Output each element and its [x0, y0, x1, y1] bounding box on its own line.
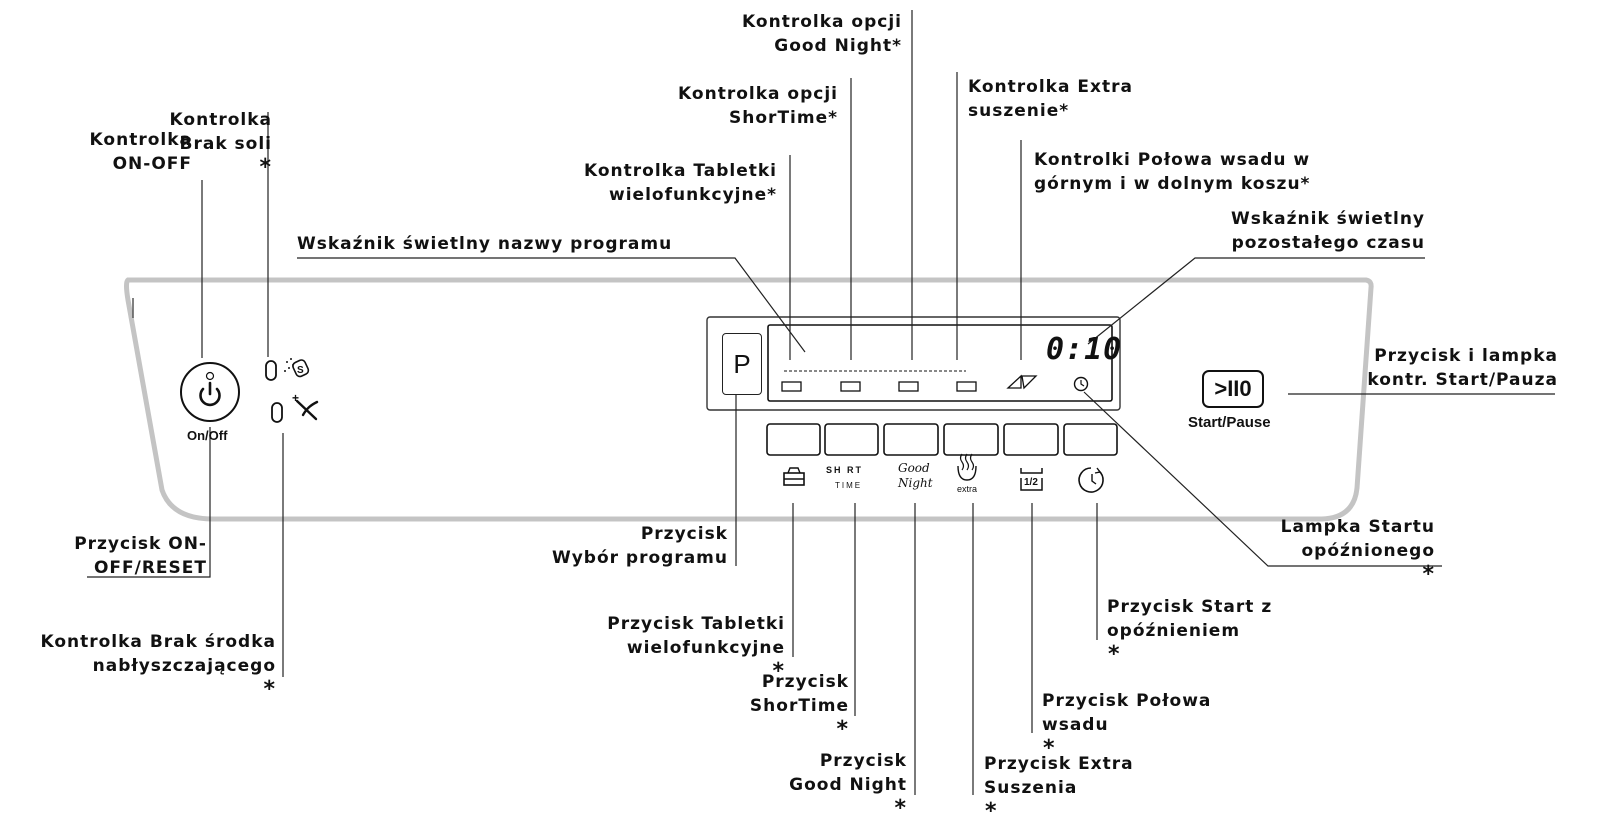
- shorttime-icon-top: SH RT: [826, 465, 863, 475]
- start-pause-button[interactable]: >II0: [1202, 370, 1264, 408]
- delay-led-icon: [1073, 376, 1089, 392]
- callout-przycisk-on-off-reset: Przycisk ON-OFF/RESET: [74, 534, 207, 578]
- rinse-aid-lamp: [271, 402, 283, 423]
- svg-text:+: +: [292, 391, 299, 405]
- good-night-icon-bottom: Night: [898, 476, 933, 490]
- onoff-button-label: On/Off: [187, 428, 228, 443]
- good-night-icon-top: Good: [898, 461, 930, 475]
- start-pause-label: Start/Pause: [1188, 414, 1271, 431]
- half-load-triangles: [1006, 374, 1038, 390]
- option-button-6: [1063, 423, 1118, 456]
- led-good-night: [898, 381, 919, 392]
- panel-outline: [124, 277, 1374, 522]
- option-button-5: [1003, 423, 1059, 456]
- option-button-1: [766, 423, 821, 456]
- rinse-aid-icon: +: [292, 391, 319, 421]
- option-button-2: [824, 423, 879, 456]
- program-select-button[interactable]: P: [722, 333, 762, 395]
- tablet-icon: [783, 467, 805, 486]
- led-extra: [956, 381, 977, 392]
- shorttime-icon-bottom: TIME: [835, 481, 863, 490]
- led-shorttime: [840, 381, 861, 392]
- callout-lines: [87, 10, 1555, 795]
- led-tabletki: [781, 381, 802, 392]
- extra-dry-icon: [957, 453, 977, 481]
- salt-icon: S: [284, 358, 310, 378]
- half-load-icon: [1020, 468, 1043, 491]
- delay-start-icon: [1078, 467, 1104, 493]
- remaining-time-display: 0:10: [1046, 332, 1123, 367]
- option-button-3: [883, 423, 939, 456]
- option-button-4: [943, 423, 999, 456]
- extra-icon-label: extra: [957, 484, 978, 494]
- onoff-button-graphic: [180, 362, 240, 422]
- svg-text:S: S: [297, 365, 304, 376]
- callout-wskaznik-nazwy-programu: Wskaźnik świetlny nazwy programu: [297, 234, 673, 254]
- half-load-icon-label: 1/2: [1024, 477, 1038, 488]
- salt-lamp: [265, 360, 277, 381]
